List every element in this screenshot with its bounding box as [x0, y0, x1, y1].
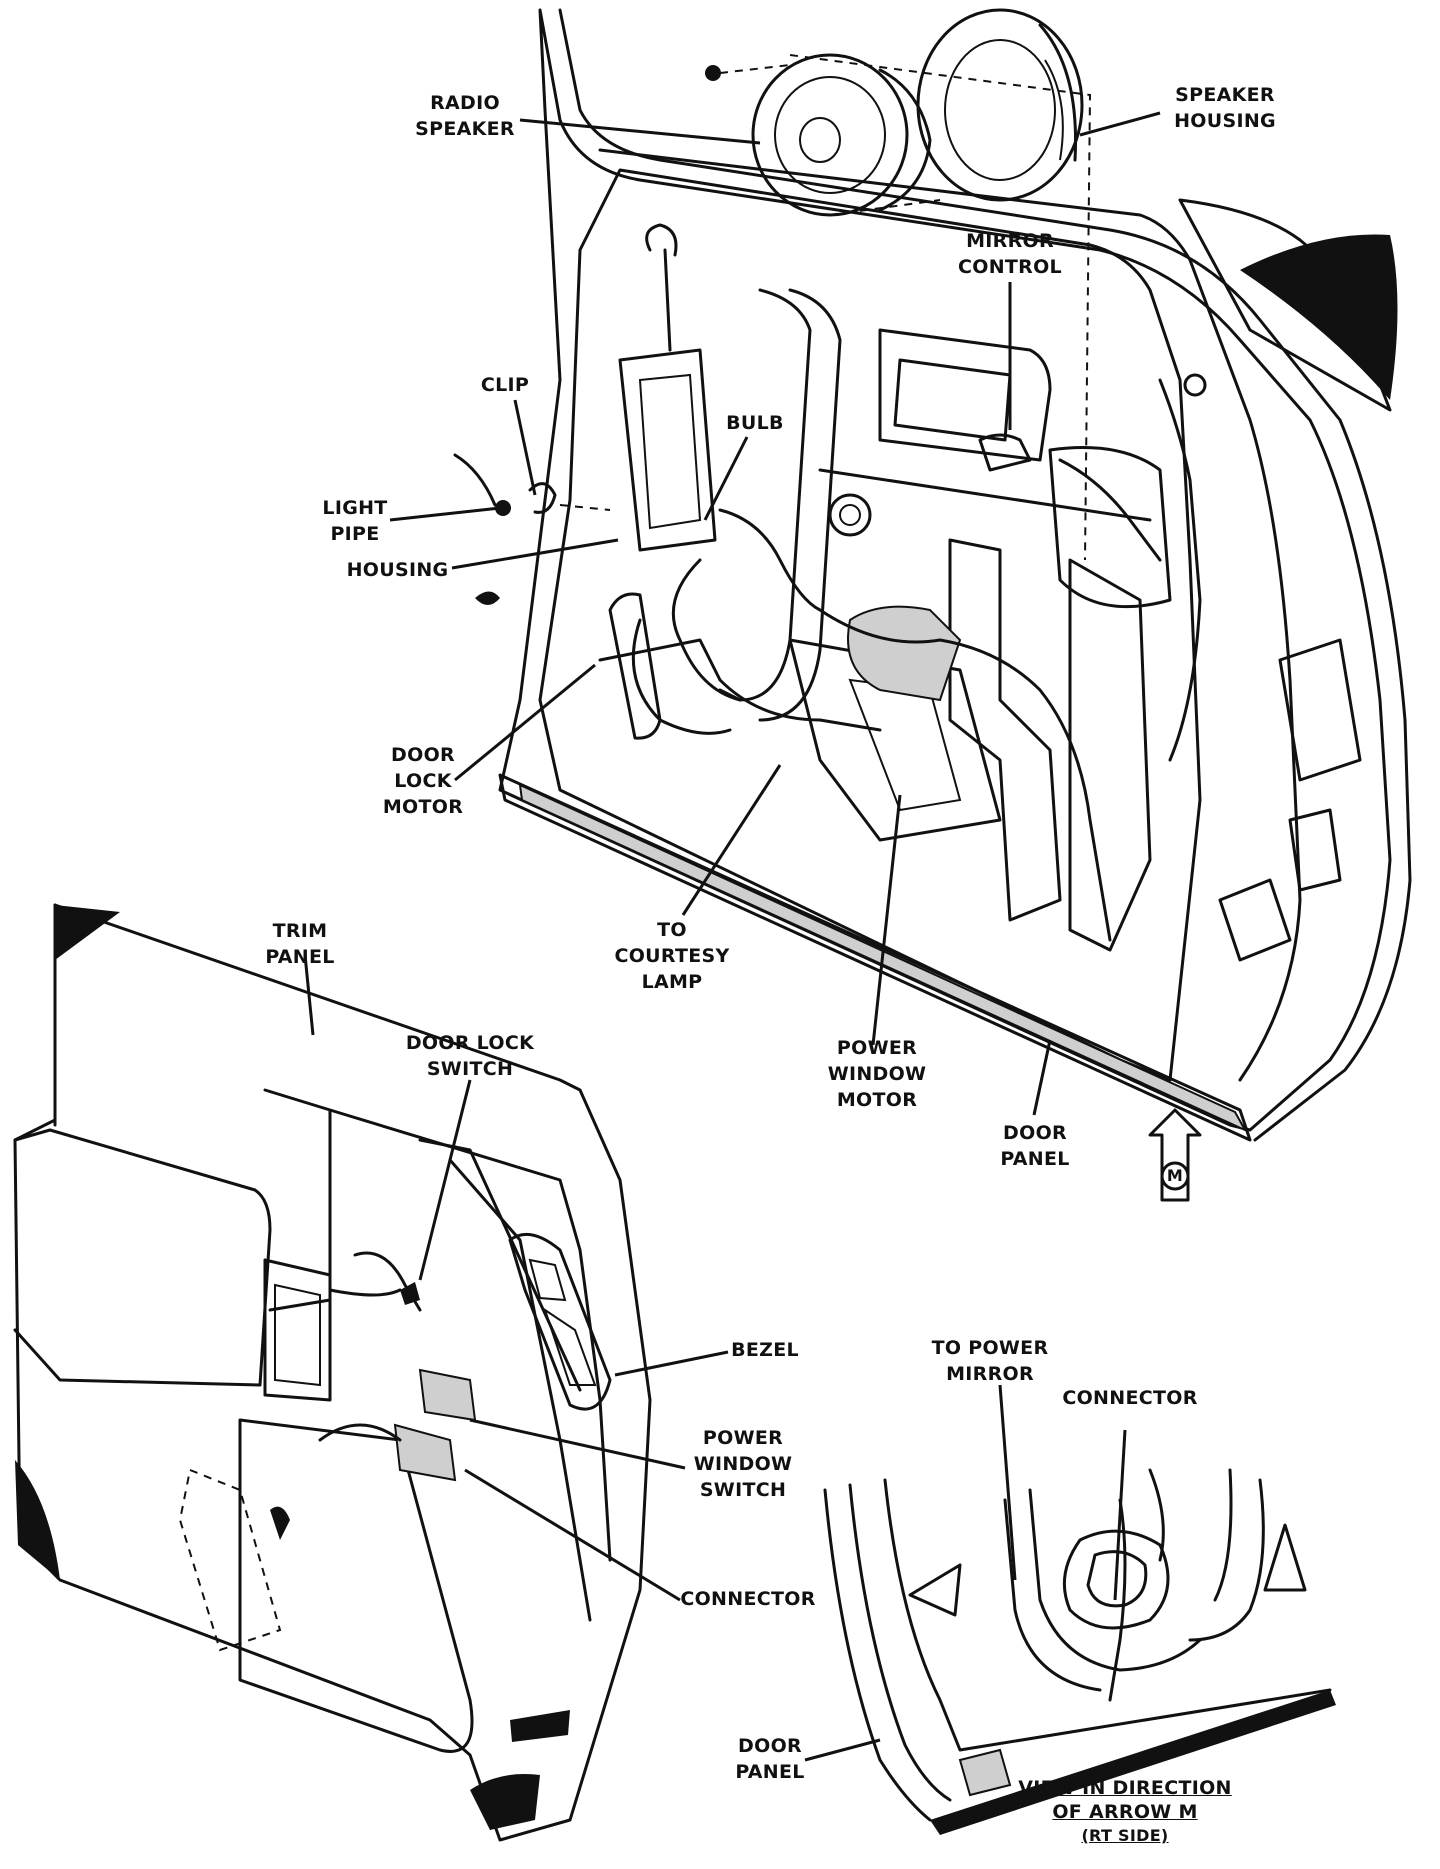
view-m-detail-art [823, 1468, 1336, 1835]
label-clip: CLIP [480, 374, 530, 396]
leader-lines-lower-left [303, 954, 729, 1602]
label-arrow-m: M [1166, 1166, 1184, 1185]
light-pipe-art [453, 453, 611, 605]
label-bulb: BULB [726, 412, 784, 434]
leader-lines-upper [389, 111, 1161, 1116]
label-connector-left: CONNECTOR [680, 1588, 816, 1610]
label-bezel: BEZEL [731, 1339, 799, 1361]
leader-lines-lower-right [804, 1384, 1127, 1762]
radio-speaker-art [705, 53, 1092, 561]
label-housing: HOUSING [346, 559, 449, 581]
label-connector-right: CONNECTOR [1062, 1387, 1198, 1409]
trim-panel-art [13, 903, 652, 1842]
speaker-housing-art [916, 8, 1084, 202]
arrow-m-icon [1148, 1108, 1202, 1202]
